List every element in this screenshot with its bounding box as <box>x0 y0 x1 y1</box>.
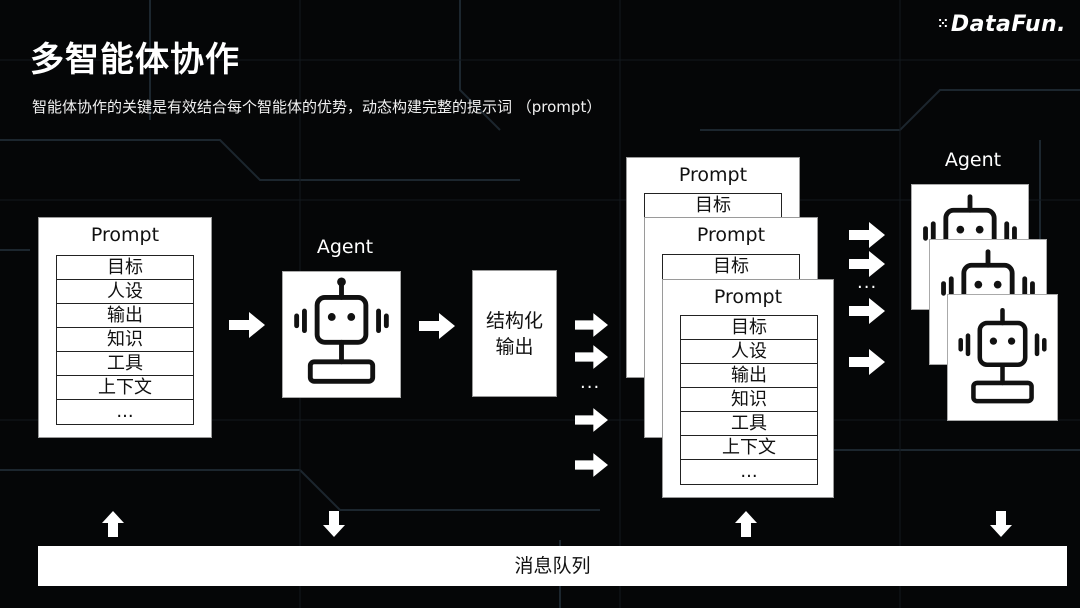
prompt-row: 人设 <box>681 340 817 364</box>
agent-robot <box>947 294 1058 421</box>
up-arrow-icon <box>735 511 757 537</box>
prompt-card-main: Prompt 目标 人设 输出 知识 工具 上下文 ... <box>38 217 212 438</box>
agent-robot <box>282 271 401 398</box>
message-queue-bar: 消息队列 <box>38 546 1067 586</box>
structured-output-line1: 结构化 <box>485 309 543 332</box>
logo-dots-icon: ⁙ <box>937 17 949 32</box>
prompt-card-stack-3: Prompt 目标 人设 输出 知识 工具 上下文 ... <box>662 279 834 498</box>
right-arrow-icon <box>849 349 885 375</box>
prompt-card-title: Prompt <box>678 164 748 186</box>
right-arrow-icon <box>849 298 885 324</box>
prompt-card-title: Prompt <box>90 224 160 246</box>
prompt-row: 目标 <box>695 195 731 216</box>
prompt-rows: 目标 <box>662 254 800 280</box>
ellipsis: ... <box>857 272 878 293</box>
page-subtitle: 智能体协作的关键是有效结合每个智能体的优势，动态构建完整的提示词 （prompt… <box>32 98 602 116</box>
right-arrow-icon <box>849 222 885 248</box>
down-arrow-icon <box>323 511 345 537</box>
logo-text: DataFun. <box>950 12 1066 37</box>
prompt-rows: 目标 人设 输出 知识 工具 上下文 ... <box>680 315 818 485</box>
up-arrow-icon <box>102 511 124 537</box>
robot-icon <box>294 277 389 384</box>
agent-label: Agent <box>944 149 1002 171</box>
prompt-row: 工具 <box>681 412 817 436</box>
prompt-row: 目标 <box>681 316 817 340</box>
prompt-row: ... <box>740 461 758 482</box>
right-arrow-icon <box>575 453 608 477</box>
prompt-row: 知识 <box>57 328 193 352</box>
structured-output-line2: 输出 <box>495 335 534 358</box>
page-title: 多智能体协作 <box>30 40 240 80</box>
prompt-row: ... <box>116 401 134 422</box>
prompt-rows: 目标 <box>644 193 782 219</box>
down-arrow-icon <box>990 511 1012 537</box>
prompt-row: 知识 <box>681 388 817 412</box>
prompt-row: 目标 <box>713 256 749 277</box>
prompt-rows: 目标 人设 输出 知识 工具 上下文 ... <box>56 255 194 425</box>
prompt-row: 输出 <box>57 304 193 328</box>
prompt-row: 工具 <box>57 352 193 376</box>
agent-label: Agent <box>316 236 374 258</box>
prompt-row: 上下文 <box>57 376 193 400</box>
prompt-card-title: Prompt <box>713 286 783 308</box>
structured-output-box: 结构化 输出 <box>472 270 557 397</box>
right-arrow-icon <box>575 408 608 432</box>
right-arrow-icon <box>849 251 885 277</box>
prompt-row: 人设 <box>57 280 193 304</box>
prompt-row: 输出 <box>681 364 817 388</box>
right-arrow-icon <box>575 345 608 369</box>
prompt-row: 目标 <box>57 256 193 280</box>
prompt-card-title: Prompt <box>696 224 766 246</box>
right-arrow-icon <box>419 313 455 339</box>
robot-icon <box>958 307 1047 404</box>
right-arrow-icon <box>229 312 265 338</box>
right-arrow-icon <box>575 313 608 337</box>
prompt-row: 上下文 <box>681 436 817 460</box>
ellipsis: ... <box>580 372 601 393</box>
datafun-logo: ⁙DataFun. <box>938 12 1066 37</box>
